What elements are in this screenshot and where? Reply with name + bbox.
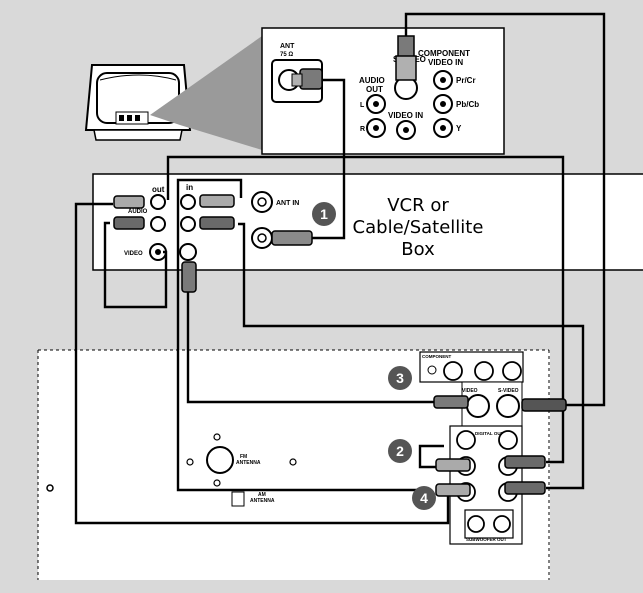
- player-video-jack: [466, 394, 490, 418]
- cable-audio-l: [166, 155, 565, 464]
- svg-text:2: 2: [396, 443, 404, 459]
- vcr-in-audio-l-jack: [180, 194, 196, 210]
- tv-l-label: L: [360, 102, 365, 109]
- vcr-in-audio-r-jack: [180, 216, 196, 232]
- vcr-in-label: in: [186, 183, 193, 192]
- cable-vcr-out-video: [103, 221, 168, 309]
- cable-svideo: [404, 12, 606, 407]
- tv-r-label: R: [360, 126, 365, 133]
- vcr-out-label: out: [152, 185, 165, 194]
- fm-antenna-jack: [206, 446, 234, 474]
- vcr-audio-label: AUDIO: [128, 209, 148, 215]
- step-badge-1: 1: [312, 202, 336, 226]
- step-badge-4: 4: [412, 486, 436, 510]
- player-video-label: VIDEO: [462, 388, 478, 394]
- fm-antenna-label-2: ANTENNA: [236, 460, 261, 466]
- player-subwoofer-label: SUBWOOFER OUT: [466, 537, 507, 542]
- step-badge-3: 3: [388, 366, 412, 390]
- svg-text:4: 4: [420, 490, 428, 506]
- tv-audio-out-label-1: AUDIO: [359, 76, 385, 85]
- cable-video: [186, 290, 436, 404]
- tv-component-label-2: VIDEO IN: [428, 58, 463, 67]
- player-component-label: COMPONENT: [422, 354, 452, 359]
- player-svideo-label: S-VIDEO: [498, 388, 519, 394]
- vcr-title-line-3: Box: [401, 239, 435, 260]
- tv-pb-label: Pb/Cb: [456, 100, 479, 109]
- fm-antenna-label-1: FM: [240, 454, 247, 460]
- vcr-video-label: VIDEO: [124, 251, 143, 257]
- vcr-title-line-2: Cable/Satellite: [353, 217, 484, 238]
- tv-ant-label: ANT: [280, 43, 295, 50]
- vcr-title-line-1: VCR or: [387, 195, 449, 216]
- vcr-ant-in-label: ANT IN: [276, 200, 299, 207]
- step-badge-2: 2: [388, 439, 412, 463]
- plugs: [113, 35, 567, 497]
- cable-vcr-out-audio: [74, 202, 450, 525]
- tv-pr-label: Pr/Cr: [456, 76, 476, 85]
- am-antenna-label-1: AM: [258, 492, 266, 498]
- vcr-out-audio-l-jack: [150, 194, 166, 210]
- zoom-beam: [150, 36, 262, 150]
- cables: [74, 12, 606, 525]
- tv-back-panel: ANT 75 Ω S-VIDEO COMPONENT VIDEO IN AUDI…: [261, 27, 505, 155]
- tv-video-in-label: VIDEO IN: [388, 111, 423, 120]
- tv-y-label: Y: [456, 124, 462, 133]
- svg-text:1: 1: [320, 206, 328, 222]
- tv-ant-ohm: 75 Ω: [280, 52, 293, 58]
- cable-vcr-in-audio: [176, 178, 430, 492]
- cable-antenna: [312, 78, 346, 240]
- player-digital-out-label: DIGITAL OUT: [475, 431, 504, 436]
- tv-audio-out-label-2: OUT: [366, 85, 383, 94]
- cable-step2-link: [418, 444, 444, 469]
- svg-text:3: 3: [396, 370, 404, 386]
- cable-audio-r: [238, 222, 585, 490]
- vcr-in-video-jack: [179, 243, 197, 261]
- vcr-box: VCR or Cable/Satellite Box out in AUDIO …: [92, 173, 643, 271]
- am-antenna-label-2: ANTENNA: [250, 498, 275, 504]
- player-svideo-jack: [496, 394, 520, 418]
- player-rear-panel: FM ANTENNA AM ANTENNA COMPONENT VIDEO S-…: [37, 349, 550, 580]
- vcr-out-audio-r-jack: [150, 216, 166, 232]
- am-antenna-terminal: [231, 491, 245, 507]
- tv-component-label-1: COMPONENT: [418, 49, 470, 58]
